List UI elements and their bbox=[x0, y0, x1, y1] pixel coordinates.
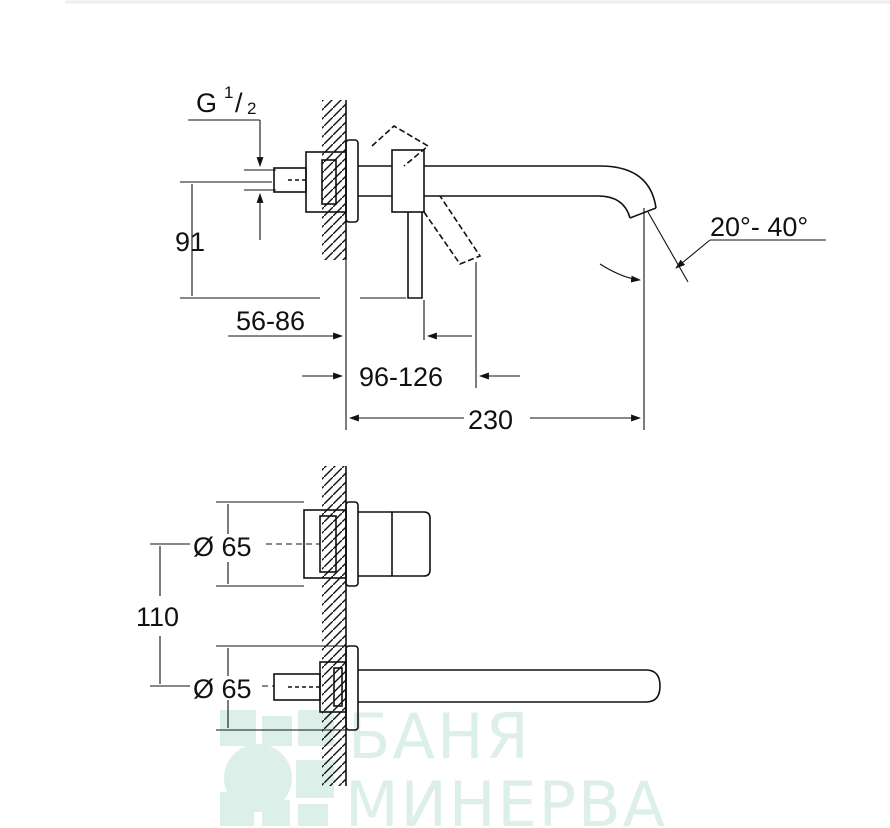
side-view-labels: G 1 / 2 91 56-86 96-126 230 20°- 40° bbox=[175, 83, 808, 435]
dim-diameter-top: Ø 65 bbox=[193, 532, 252, 562]
spout-rosette bbox=[345, 645, 359, 731]
thread-numerator: 1 bbox=[224, 83, 233, 102]
lever-alt-top bbox=[371, 125, 430, 167]
handle-block bbox=[391, 149, 425, 213]
dim-diameter-bottom: Ø 65 bbox=[193, 674, 252, 704]
front-view bbox=[273, 466, 661, 786]
front-view-dimensions bbox=[150, 501, 346, 731]
dim-56-86: 56-86 bbox=[236, 306, 305, 336]
dim-230: 230 bbox=[468, 405, 513, 435]
watermark-line1: БАНЯ bbox=[348, 700, 531, 773]
watermark-logo-icon bbox=[220, 710, 334, 826]
dim-110: 110 bbox=[136, 602, 179, 632]
wall-hatch bbox=[322, 100, 346, 260]
mixer-handle bbox=[391, 511, 431, 577]
svg-text:/: / bbox=[235, 88, 243, 118]
dim-angle: 20°- 40° bbox=[710, 212, 808, 242]
wall-hatch-front bbox=[322, 466, 346, 786]
mixer-rosette bbox=[345, 501, 359, 587]
thread-label: G bbox=[196, 88, 217, 118]
side-view-dimensions bbox=[180, 119, 826, 430]
spout-top bbox=[424, 165, 657, 209]
rosette-plate bbox=[345, 139, 359, 223]
spout-bottom bbox=[424, 195, 631, 219]
thread-denominator: 2 bbox=[247, 99, 256, 118]
dim-96-126: 96-126 bbox=[359, 362, 443, 392]
lever bbox=[407, 212, 423, 299]
watermark: БАНЯ МИНЕРВА bbox=[220, 700, 667, 828]
watermark-line2: МИНЕРВА bbox=[345, 768, 667, 828]
spout-front bbox=[358, 669, 661, 703]
lever-alt-side bbox=[423, 195, 482, 265]
dim-91: 91 bbox=[175, 227, 205, 257]
side-view bbox=[273, 100, 657, 299]
front-view-labels: Ø 65 110 Ø 65 bbox=[136, 532, 252, 704]
